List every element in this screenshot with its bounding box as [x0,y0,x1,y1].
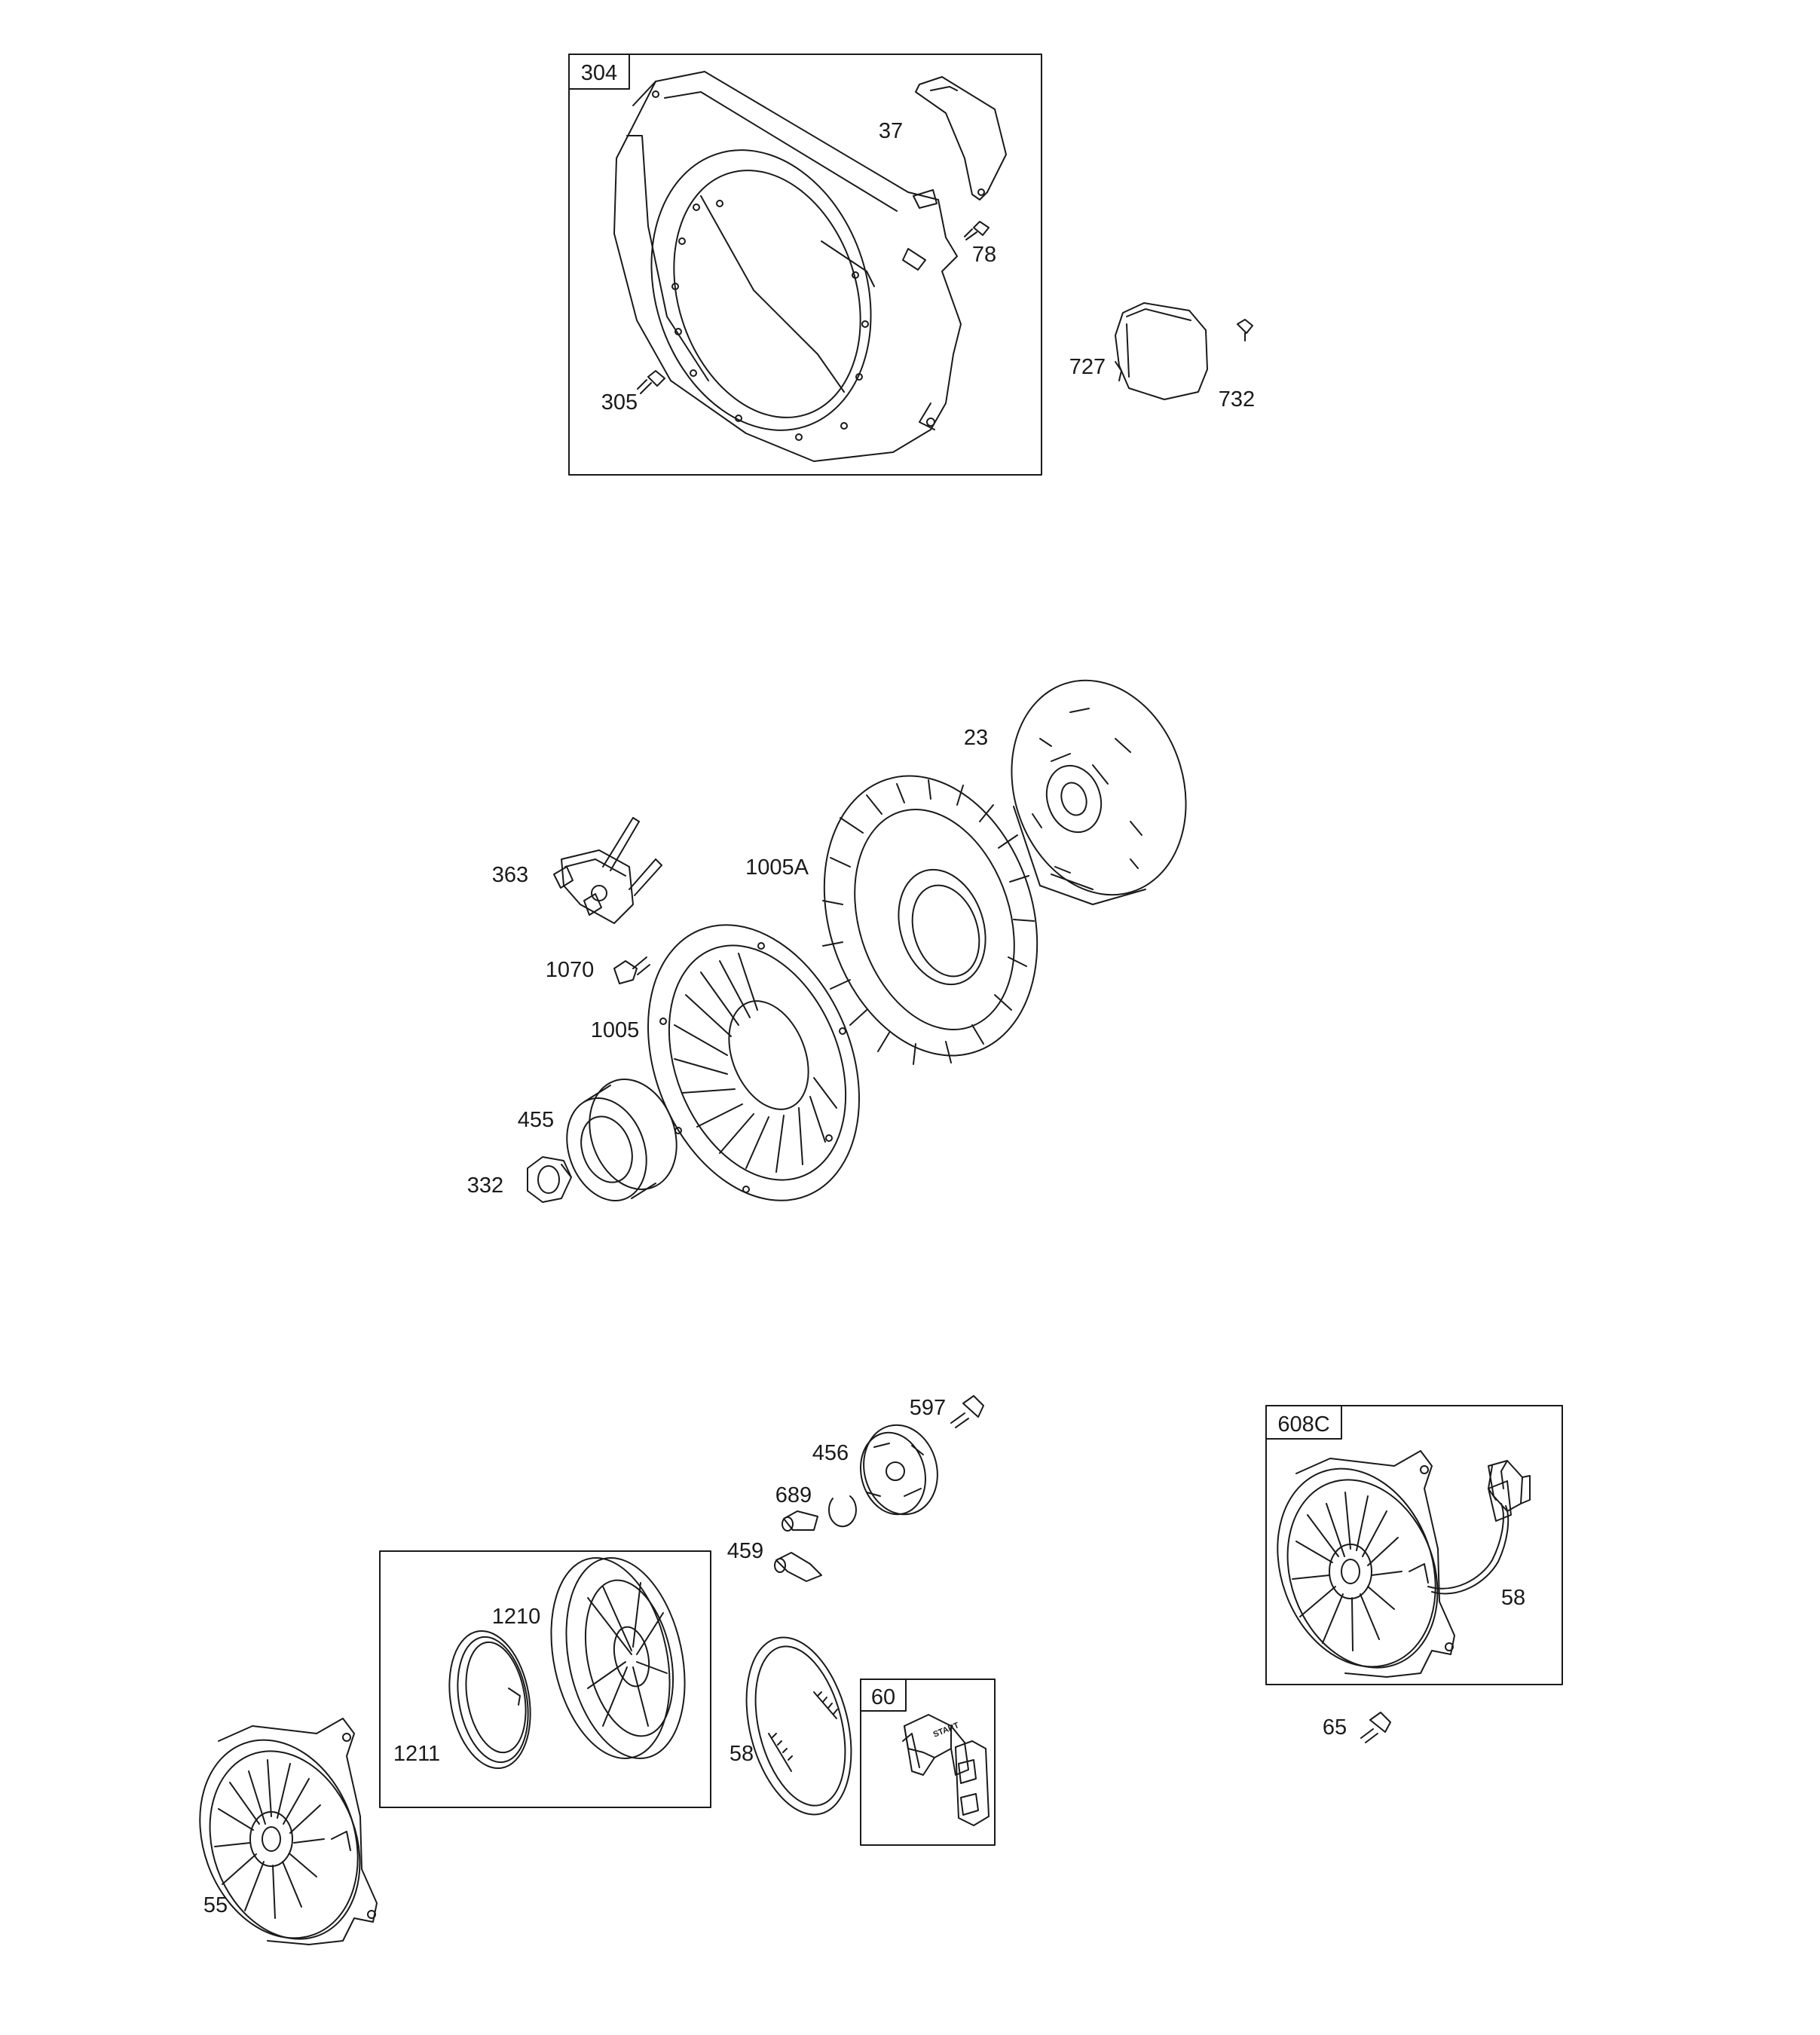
fan-1005 [609,893,898,1232]
callout-1005A: 1005A [745,855,809,880]
callout-727: 727 [1069,355,1106,379]
bolt-1070 [614,957,650,984]
cover-727 [1115,303,1207,399]
starter-rope-58 [730,1626,868,1825]
callout-65: 65 [1323,1715,1347,1740]
starter-handle-60 [903,1715,989,1825]
kit-label-608C: 608C [1277,1412,1329,1437]
callout-455: 455 [518,1108,554,1132]
callout-1070: 1070 [546,958,595,982]
flywheel-cover-23 [985,657,1213,917]
callout-459: 459 [727,1539,763,1563]
starter-cup-455 [553,1067,691,1212]
callout-23: 23 [964,726,988,750]
starter-housing-55 [173,1718,385,1960]
rewind-starter-608C [1251,1446,1530,1689]
bracket-363 [554,818,662,923]
callout-1005: 1005 [591,1018,640,1042]
kit-608C-box [1265,1405,1563,1685]
guard-plate-37 [916,77,1006,200]
retainer-ring-689 [829,1496,856,1526]
blower-housing [614,72,961,461]
callout-37: 37 [879,119,903,143]
pawls-459 [775,1511,821,1581]
pulley-1210 [534,1547,702,1769]
pawl-plate-456 [852,1417,947,1523]
flywheel-1005A [790,748,1072,1084]
callout-1210: 1210 [492,1605,541,1629]
callout-305: 305 [601,390,638,415]
callout-58-assembly: 58 [1501,1586,1525,1610]
rewind-spring-1211 [439,1624,540,1774]
callout-332: 332 [467,1174,503,1198]
callout-597: 597 [910,1396,946,1420]
screw-732 [1237,320,1253,341]
callout-55: 55 [203,1893,228,1917]
screw-65 [1361,1712,1390,1743]
kit-label-60: 60 [871,1685,895,1709]
callout-78: 78 [972,243,996,267]
screw-305 [638,371,665,393]
kit-304-box [568,54,1042,476]
callout-689: 689 [775,1483,812,1507]
callout-58-rope: 58 [730,1742,754,1766]
screw-78 [965,222,989,240]
callout-732: 732 [1219,387,1255,412]
kit-1210-box [379,1550,711,1808]
callout-1211: 1211 [393,1742,440,1766]
callout-456: 456 [812,1441,849,1465]
kit-60-box [860,1678,996,1846]
callout-363: 363 [492,863,528,887]
screw-597 [951,1396,983,1428]
nut-332 [528,1157,571,1202]
kit-label-304: 304 [581,61,617,85]
